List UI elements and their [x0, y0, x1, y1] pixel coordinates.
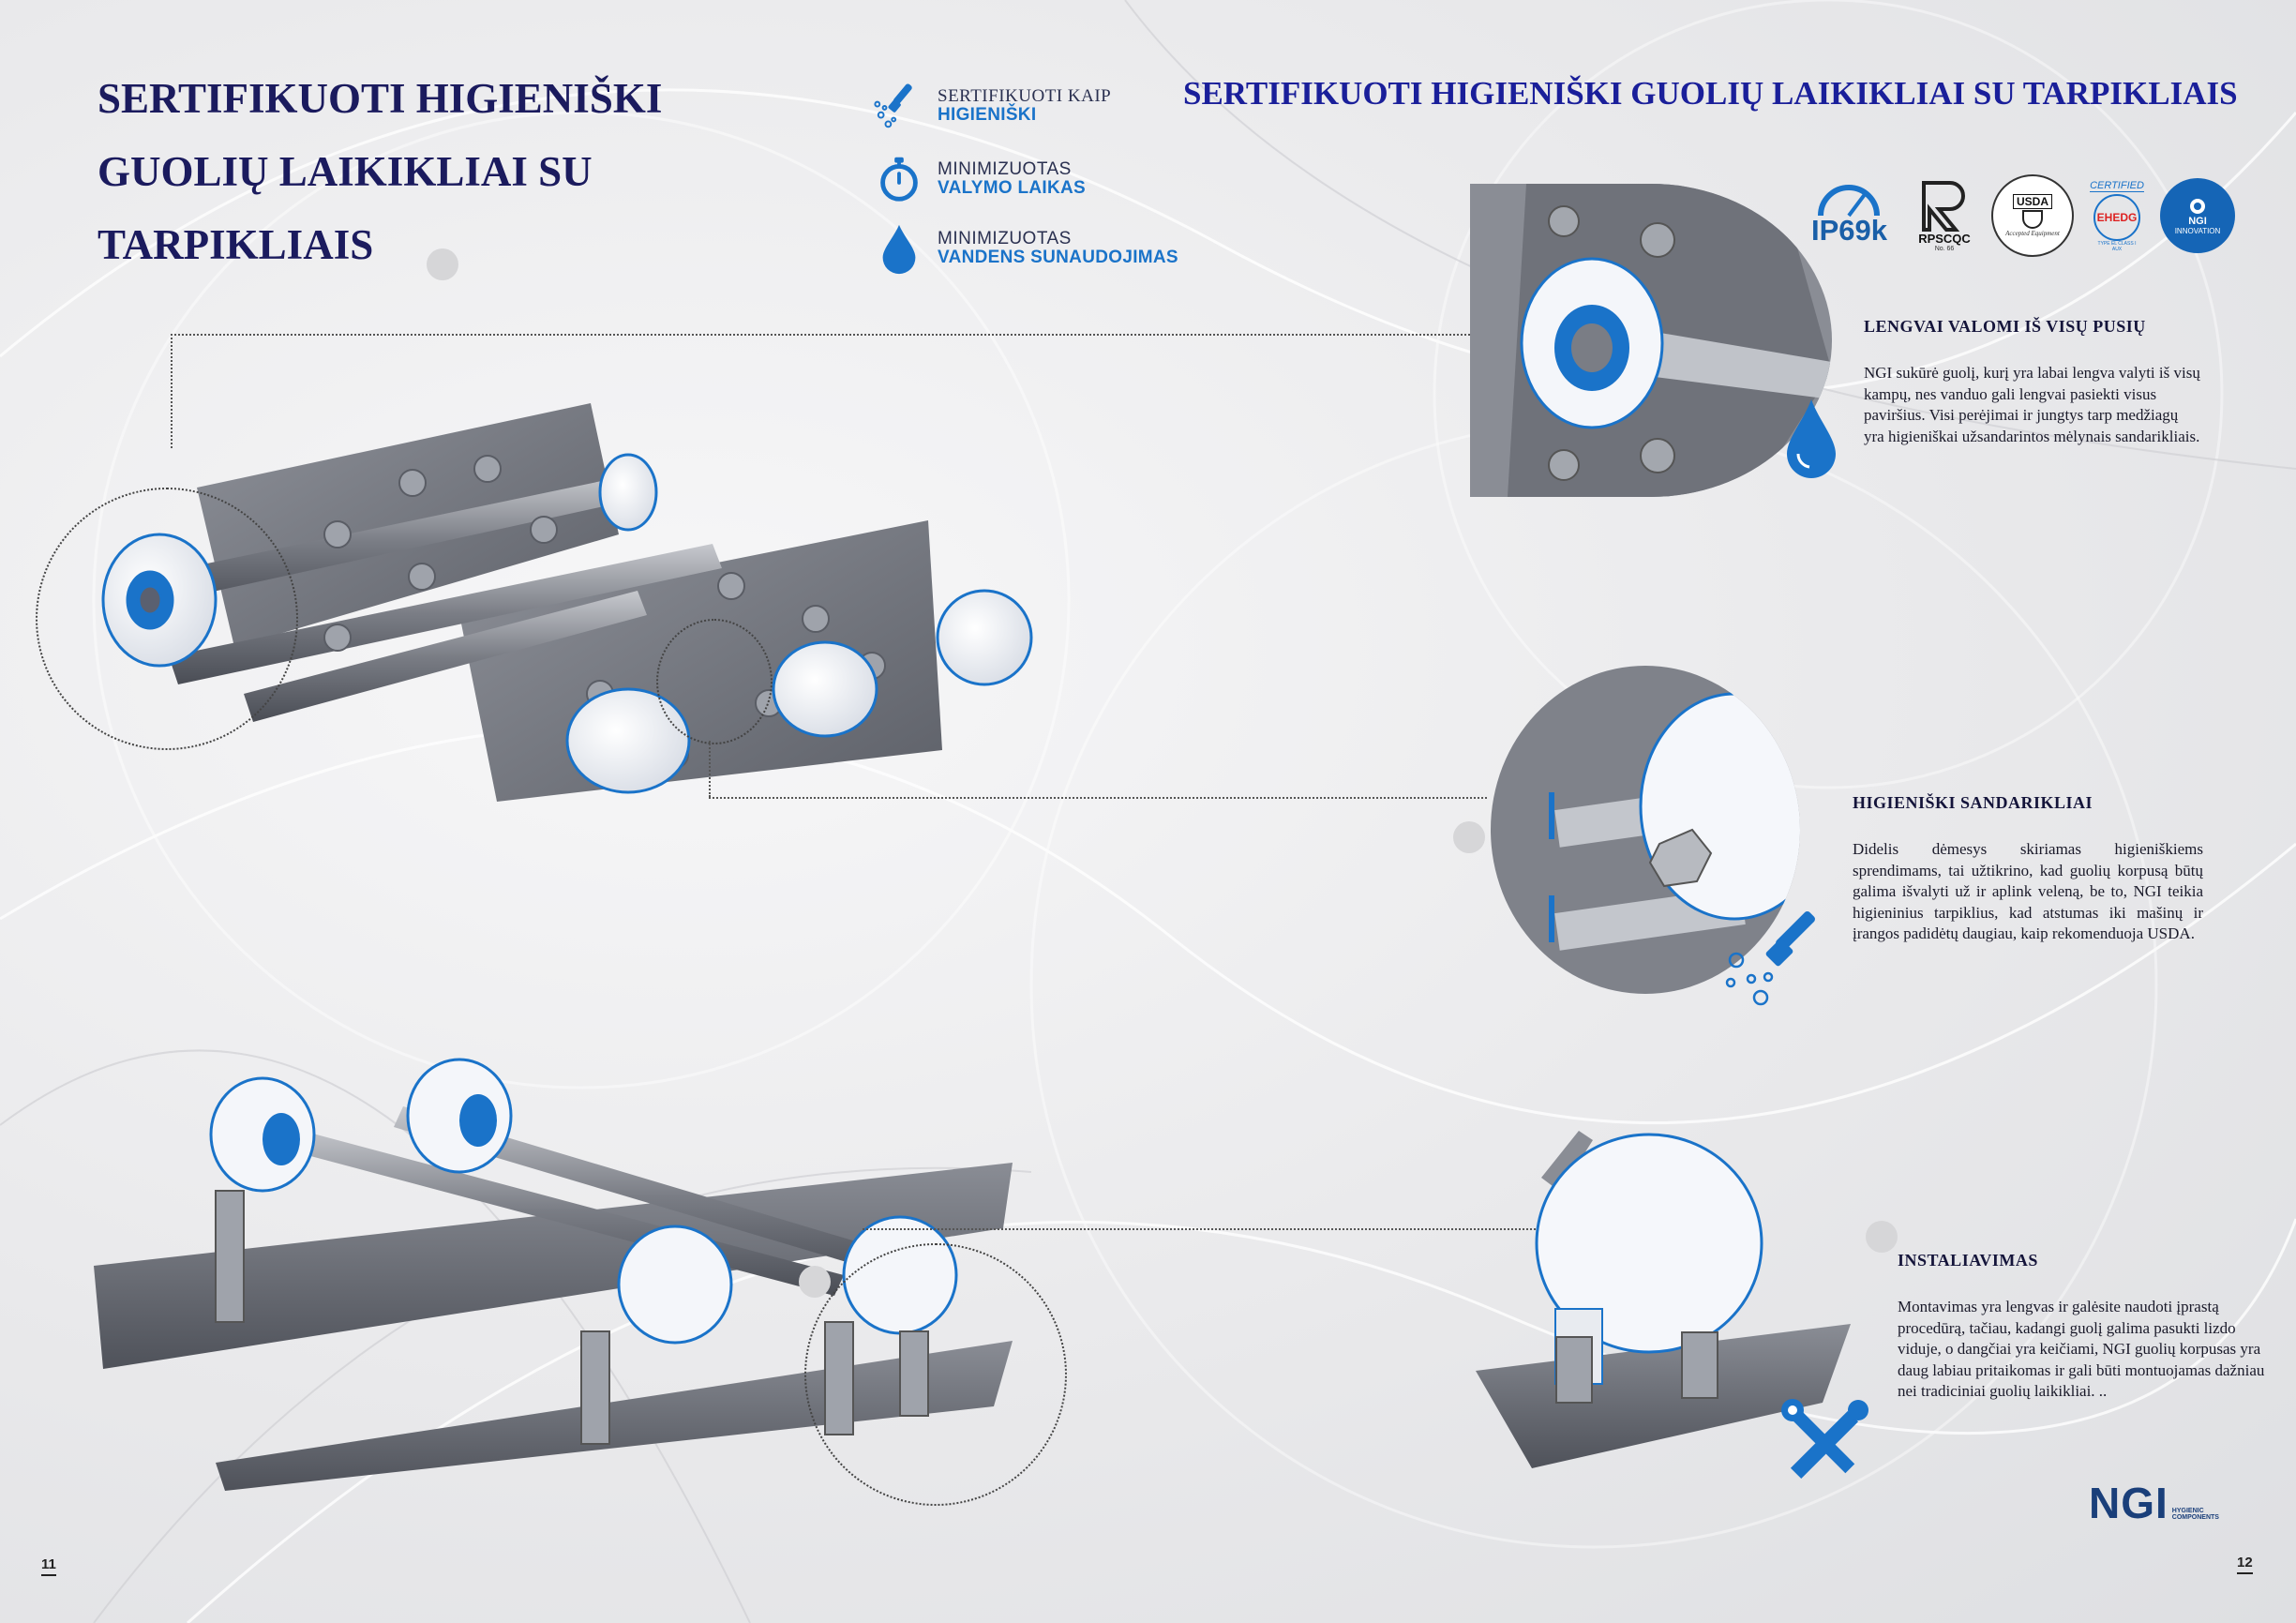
- left-page-title: SERTIFIKUOTI HIGIENIŠKI GUOLIŲ LAIKIKLIA…: [98, 62, 810, 281]
- ehedg-text: EHEDG: [2096, 210, 2138, 224]
- rpscqc-mark-icon: [1922, 181, 1965, 232]
- ngi-innovation-sub: INNOVATION: [2174, 226, 2221, 235]
- rpscqc-text: RPSCQC: [1918, 232, 1971, 246]
- section-heading: HIGIENIŠKI SANDARIKLIAI: [1853, 793, 2093, 812]
- feature-line1: MINIMIZUOTAS: [938, 229, 1072, 248]
- feature-water-usage: MINIMIZUOTAS VANDENS SUNAUDOJIMAS: [872, 221, 1178, 276]
- section-heading: INSTALIAVIMAS: [1898, 1251, 2038, 1270]
- ngi-innovation-text: NGI: [2188, 215, 2207, 227]
- section-line: paviršius. Visi perėjimai ir jungtys tar…: [1864, 406, 2179, 424]
- title-line: TARPIKLIAIS: [98, 221, 374, 268]
- detail-callout-circle: [804, 1243, 1067, 1506]
- ngi-logo: NGI HYGIENIC COMPONENTS: [2089, 1481, 2219, 1525]
- innovation-icon: [2190, 198, 2205, 214]
- spray-nozzle-icon: [874, 83, 912, 128]
- brand-name: NGI: [2089, 1479, 2168, 1527]
- seals-detail-image: [1491, 666, 1800, 994]
- ehedg-logo: CERTIFIED EHEDG TYPE EL CLASS I AUX: [2087, 180, 2147, 252]
- usda-sub: Accepted Equipment: [2005, 230, 2060, 237]
- detail-callout-circle: [36, 488, 298, 750]
- section-easy-clean: LENGVAI VALOMI IŠ VISŲ PUSIŲ NGI sukūrė …: [1864, 317, 2258, 447]
- ehedg-badge: EHEDG: [2093, 193, 2140, 241]
- feature-line1: MINIMIZUOTAS: [938, 159, 1072, 179]
- ehedg-certified-text: CERTIFIED: [2090, 179, 2144, 192]
- feature-cleaning-time: MINIMIZUOTAS VALYMO LAIKAS: [872, 152, 1086, 206]
- section-line: NGI sukūrė guolį, kurį yra labai lengva …: [1864, 364, 2200, 382]
- decor-dot: [1453, 821, 1485, 853]
- right-page-title: SERTIFIKUOTI HIGIENIŠKI GUOLIŲ LAIKIKLIA…: [1183, 75, 2238, 112]
- stopwatch-icon: [880, 157, 918, 202]
- wrench-ruler-icon: [1781, 1399, 1868, 1480]
- ip69k-mark-icon: [1818, 185, 1880, 218]
- section-hygienic-seals: HIGIENIŠKI SANDARIKLIAI Didelis dėmesys …: [1853, 793, 2203, 945]
- connector-line: [709, 741, 711, 797]
- usda-logo: USDA Accepted Equipment: [1991, 174, 2074, 257]
- connector-line: [709, 797, 1487, 799]
- clean-detail-image: [1470, 184, 1832, 497]
- decor-dot: [799, 1266, 831, 1298]
- feature-line2: VANDENS SUNAUDOJIMAS: [938, 248, 1178, 267]
- title-line: GUOLIŲ LAIKIKLIAI SU: [98, 148, 593, 195]
- water-drop-icon: [882, 224, 916, 275]
- certification-logos: IP69k RPSCQC No. 66 USDA Accepted Equipm…: [1811, 174, 2235, 257]
- section-installation: INSTALIAVIMAS Montavimas yra lengvas ir …: [1898, 1251, 2267, 1403]
- water-drop-icon: [1787, 399, 1836, 478]
- feature-line2: HIGIENIŠKI: [938, 105, 1037, 125]
- section-body: Didelis dėmesys skiriamas higieniškiems …: [1853, 840, 2203, 942]
- detail-callout-circle: [656, 619, 773, 744]
- feature-line1: SERTIFIKUOTI KAIP: [938, 86, 1112, 106]
- connector-line: [171, 334, 173, 448]
- connector-line: [171, 334, 1470, 336]
- rpscqc-logo: RPSCQC No. 66: [1911, 179, 1978, 252]
- feature-hygienic: SERTIFIKUOTI KAIP HIGIENIŠKI: [872, 79, 1111, 133]
- shield-icon: [2022, 210, 2043, 229]
- section-body: Montavimas yra lengvas ir galėsite naudo…: [1898, 1298, 2265, 1400]
- page-number-left: 11: [41, 1556, 56, 1576]
- ehedg-sub: TYPE EL CLASS I AUX: [2097, 240, 2137, 252]
- decor-dot: [427, 248, 458, 280]
- section-line: yra higieniškai užsandarintos mėlynais s…: [1864, 427, 2200, 445]
- section-line: kampų, nes vanduo gali lengvai pasiekti …: [1864, 384, 2157, 403]
- feature-line2: VALYMO LAIKAS: [938, 178, 1087, 198]
- connector-line: [863, 1228, 1539, 1230]
- section-body: NGI sukūrė guolį, kurį yra labai lengva …: [1864, 363, 2258, 447]
- ngi-innovation-logo: NGI INNOVATION: [2160, 178, 2235, 253]
- ip69k-logo: IP69k: [1811, 178, 1898, 253]
- page-number-right: 12: [2237, 1555, 2253, 1574]
- ip69k-text: IP69k: [1811, 214, 1888, 247]
- usda-text: USDA: [2012, 194, 2052, 209]
- section-heading: LENGVAI VALOMI IŠ VISŲ PUSIŲ: [1864, 317, 2146, 336]
- brand-tagline: HYGIENIC: [2171, 1508, 2204, 1514]
- decor-dot: [1866, 1221, 1898, 1253]
- title-line: SERTIFIKUOTI HIGIENIŠKI: [98, 75, 663, 122]
- brand-tagline: COMPONENTS: [2171, 1514, 2219, 1521]
- spray-nozzle-icon: [1725, 911, 1815, 1006]
- installation-illustration: [1476, 1131, 1851, 1468]
- rpscqc-sub: No. 66: [1934, 246, 1955, 252]
- detail-clean-bubble: [1470, 184, 1832, 497]
- detail-seals-bubble: [1491, 666, 1800, 994]
